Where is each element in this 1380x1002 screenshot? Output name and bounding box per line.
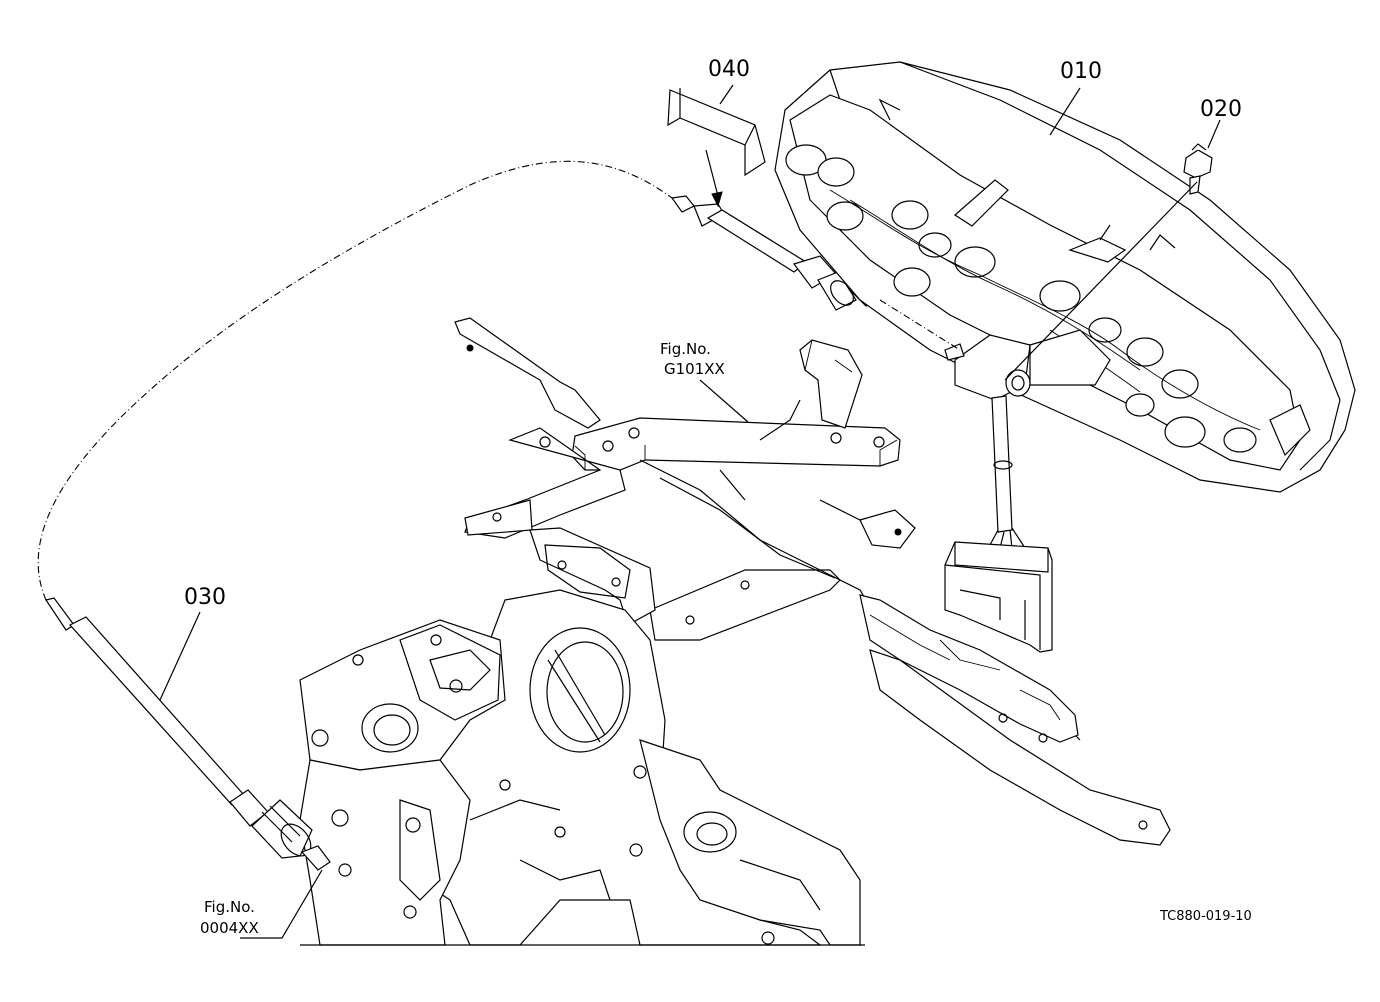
harness-connector xyxy=(944,395,1053,653)
cover-part xyxy=(667,88,766,208)
transmission-housing xyxy=(299,527,865,946)
bolt-part xyxy=(1004,143,1213,381)
frame-bracket xyxy=(454,317,1171,846)
part-label-020: 020 xyxy=(1200,97,1242,122)
drawing-code: TC880-019-10 xyxy=(1159,909,1252,924)
part-label-010: 010 xyxy=(1060,59,1102,84)
fig-ref-lower-line1: Fig.No. xyxy=(204,898,255,916)
fig-ref-lower-line2: 0004XX xyxy=(200,919,259,937)
fig-ref-upper-line1: Fig.No. xyxy=(660,340,711,358)
meter-panel xyxy=(774,61,1356,493)
part-label-030: 030 xyxy=(184,585,226,610)
fig-ref-upper-line2: G101XX xyxy=(664,360,725,378)
tachometer-cable xyxy=(37,160,881,871)
leader-lines xyxy=(159,84,1221,939)
part-label-040: 040 xyxy=(708,57,750,82)
